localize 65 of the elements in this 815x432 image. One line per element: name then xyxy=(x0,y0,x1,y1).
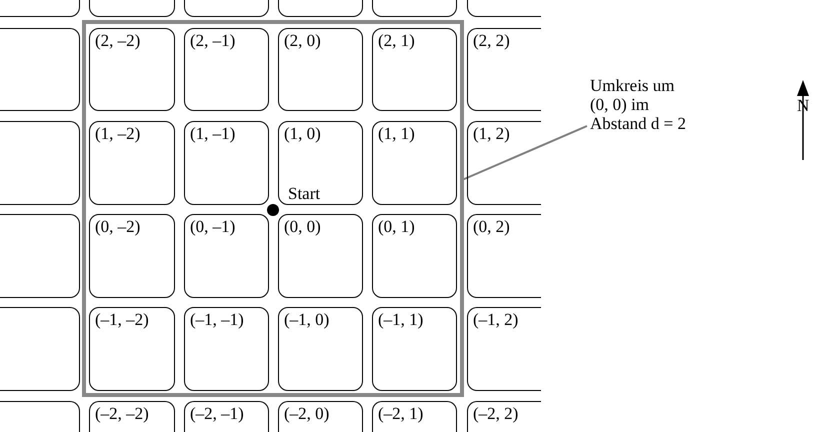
city-block xyxy=(0,214,80,298)
coordinate-label: (–1, 0) xyxy=(284,309,330,331)
city-block xyxy=(372,0,457,17)
city-block xyxy=(0,401,80,432)
coordinate-label: (2, 0) xyxy=(284,30,321,52)
city-block xyxy=(89,121,175,205)
coordinate-label: (0, 2) xyxy=(473,216,510,238)
coordinate-label: (1, –2) xyxy=(95,123,140,145)
city-block xyxy=(89,307,175,391)
coordinate-label: (–2, –1) xyxy=(190,403,244,425)
city-block xyxy=(372,401,457,432)
city-block xyxy=(467,0,541,17)
city-block xyxy=(372,307,457,391)
coordinate-label: (–1, 1) xyxy=(378,309,424,331)
coordinate-label: (2, –2) xyxy=(95,30,140,52)
coordinate-label: (–1, 2) xyxy=(473,309,518,331)
annotation-text: Umkreis um (0, 0) im Abstand d = 2 xyxy=(590,76,686,133)
coordinate-label: (–1, –1) xyxy=(190,309,244,331)
coordinate-label: (0, –2) xyxy=(95,216,140,238)
coordinate-label: (1, 0) xyxy=(284,123,321,145)
city-block xyxy=(278,121,363,205)
city-block xyxy=(0,121,80,205)
city-block xyxy=(184,0,269,17)
city-block xyxy=(184,307,269,391)
city-block xyxy=(278,307,363,391)
city-block xyxy=(0,28,80,111)
coordinate-label: (0, 0) xyxy=(284,216,321,238)
coordinate-label: (2, 2) xyxy=(473,30,510,52)
coordinate-label: (–2, 1) xyxy=(378,403,424,425)
city-block xyxy=(0,307,80,391)
city-block xyxy=(184,214,269,298)
city-block xyxy=(89,401,175,432)
city-block xyxy=(372,28,457,111)
coordinate-label: (0, 1) xyxy=(378,216,415,238)
coordinate-label: (1, –1) xyxy=(190,123,236,145)
city-block xyxy=(184,401,269,432)
city-block xyxy=(278,28,363,111)
city-block xyxy=(372,121,457,205)
city-block xyxy=(184,121,269,205)
city-block xyxy=(89,0,175,17)
coordinate-label: (–2, –2) xyxy=(95,403,149,425)
boundary-rectangle xyxy=(82,20,464,397)
coordinate-label: (2, 1) xyxy=(378,30,415,52)
coordinate-label: (2, –1) xyxy=(190,30,236,52)
city-block xyxy=(467,121,541,205)
city-block xyxy=(278,214,363,298)
city-block xyxy=(278,0,363,17)
city-block xyxy=(467,307,541,391)
city-block xyxy=(467,28,541,111)
coordinate-label: (–2, 2) xyxy=(473,403,518,425)
coordinate-label: (–1, –2) xyxy=(95,309,149,331)
city-block xyxy=(467,214,541,298)
city-block xyxy=(278,401,363,432)
city-block xyxy=(184,28,269,111)
coordinate-label: (1, 2) xyxy=(473,123,510,145)
city-block xyxy=(89,214,175,298)
city-block xyxy=(467,401,541,432)
leader-line xyxy=(462,125,588,181)
city-block xyxy=(89,28,175,111)
coordinate-label: (–2, 0) xyxy=(284,403,330,425)
city-block xyxy=(0,0,80,17)
start-label: Start xyxy=(288,184,320,204)
city-block xyxy=(372,214,457,298)
coordinate-label: (0, –1) xyxy=(190,216,236,238)
coordinate-label: (1, 1) xyxy=(378,123,415,145)
